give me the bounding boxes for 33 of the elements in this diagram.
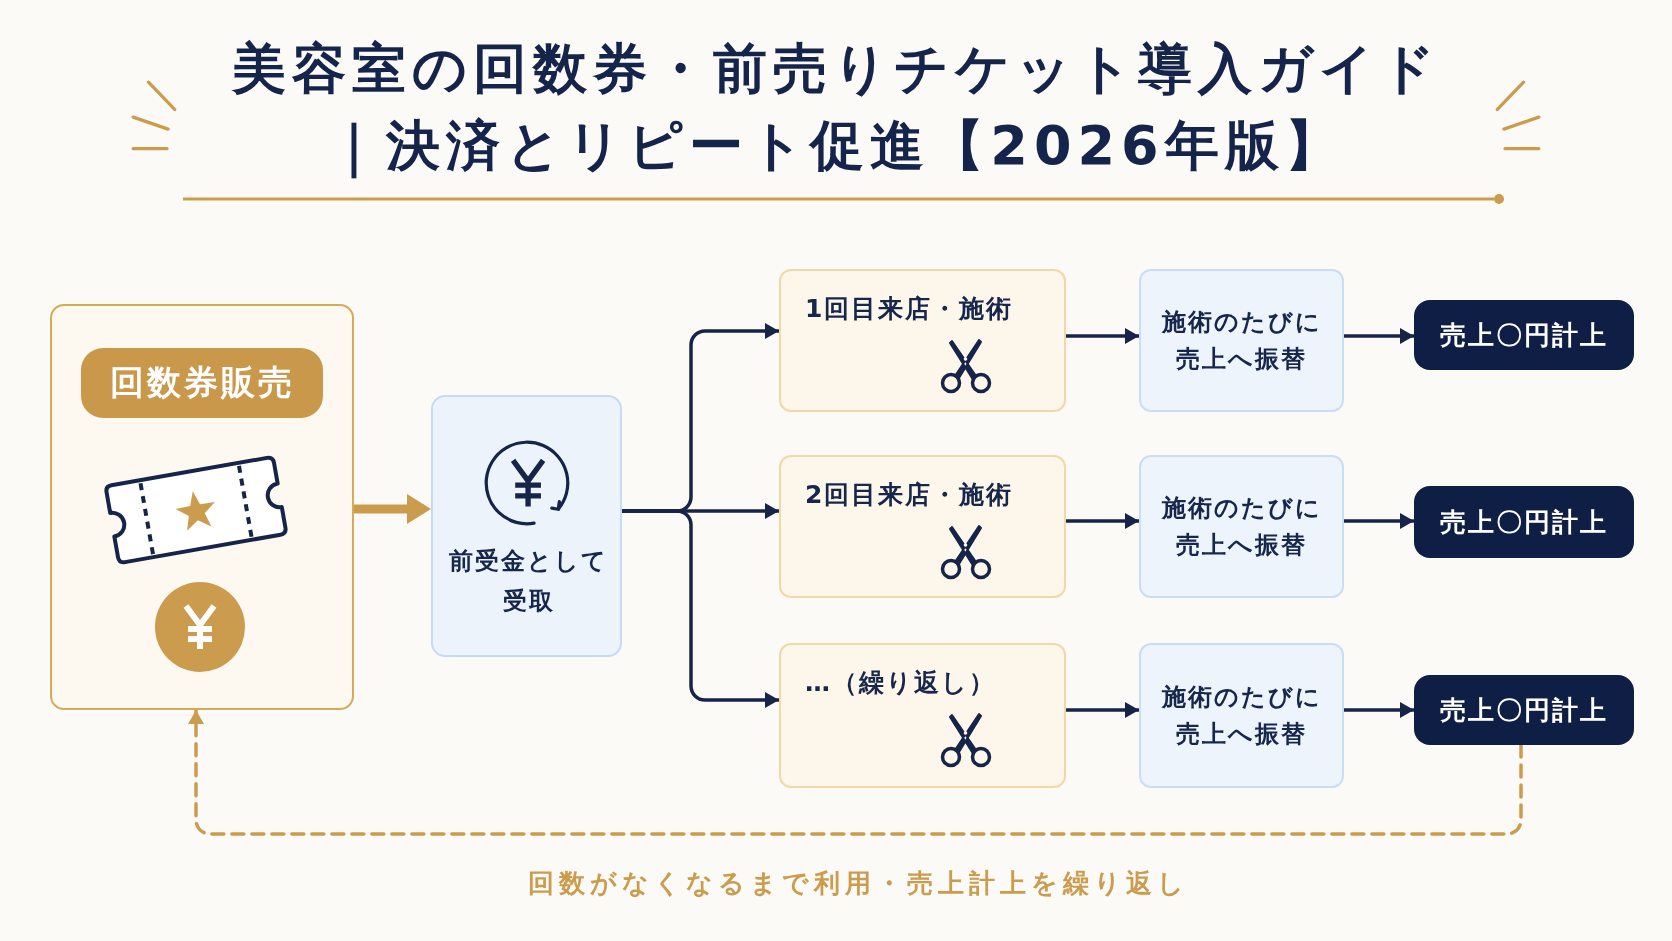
arrow [1066, 328, 1139, 344]
arrow [354, 494, 431, 524]
result-text: 売上〇円計上 [1440, 693, 1608, 727]
process-box [1139, 269, 1344, 412]
result-text: 売上〇円計上 [1440, 505, 1608, 539]
step-text: 2回目来店・施術 [805, 479, 1014, 511]
process-box [431, 395, 622, 657]
arrow [1066, 702, 1139, 718]
visit-box [779, 643, 1066, 788]
arrow [1344, 328, 1414, 344]
heading-pill [81, 348, 323, 418]
dashed-arrow [188, 708, 1523, 836]
process-box [1139, 643, 1344, 788]
visit-box [779, 455, 1066, 598]
sales-panel [50, 304, 354, 710]
result-pill [1414, 486, 1634, 558]
result-pill [1414, 300, 1634, 370]
arrow [1066, 513, 1139, 529]
step-text: 1回目来店・施術 [805, 293, 1014, 325]
step-text: 施術のたびに売上へ振替 [1160, 492, 1323, 561]
heading-text: 回数券販売 [109, 361, 295, 404]
title: 美容室の回数券・前売りチケット導入ガイド｜決済とリピート促進【2026年版】 [230, 36, 1442, 181]
process-box [1139, 455, 1344, 598]
arrow [622, 509, 779, 708]
step-text: 施術のたびに売上へ振替 [1160, 681, 1323, 750]
result-text: 売上〇円計上 [1440, 318, 1608, 352]
arrow [1344, 513, 1414, 529]
step-text: 前受金として受取 [448, 546, 609, 617]
step-text: 施術のたびに売上へ振替 [1160, 306, 1323, 375]
step-text: …（繰り返し） [805, 667, 996, 699]
result-pill [1414, 675, 1634, 745]
arrow [1344, 702, 1414, 718]
visit-box [779, 269, 1066, 412]
